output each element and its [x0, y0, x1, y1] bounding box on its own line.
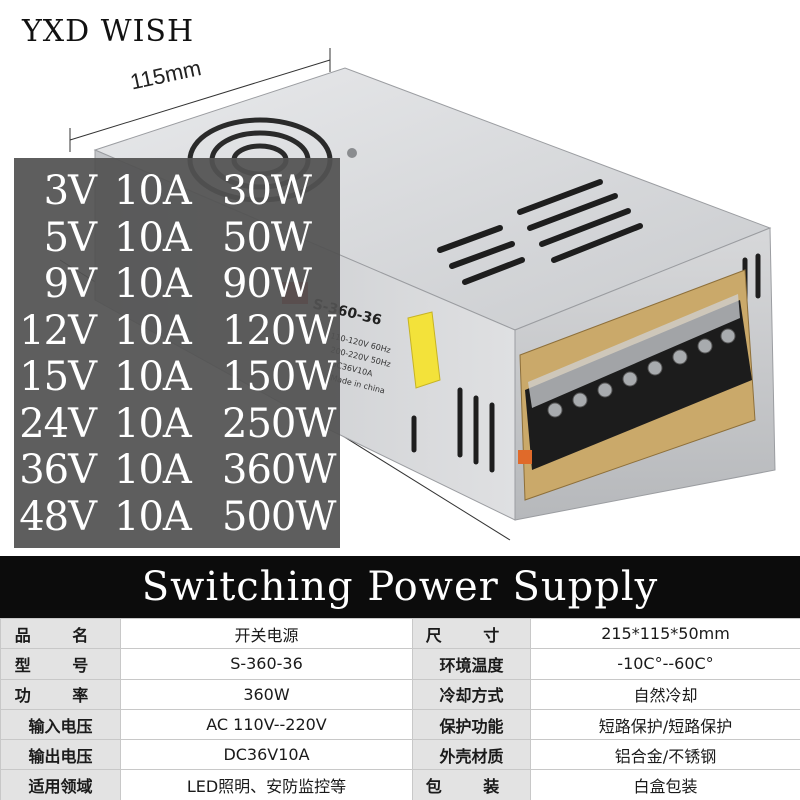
table-key-text: 包 装: [425, 777, 518, 797]
table-row: 输入电压 AC 110V--220V 保护功能 短路保护/短路保护: [0, 708, 800, 741]
table-key-text: 品 名: [14, 625, 107, 645]
title-band: Switching Power Supply: [0, 556, 800, 618]
table-value: LED照明、安防监控等: [120, 769, 413, 800]
table-row: 品 名 开关电源 尺 寸 215*115*50mm: [0, 617, 800, 650]
spec-current: 10A: [114, 307, 192, 354]
spec-power: 150W: [222, 354, 336, 401]
product-title: Switching Power Supply: [141, 564, 659, 610]
table-value: S-360-36: [120, 648, 413, 680]
spec-current: 10A: [114, 214, 192, 261]
table-value: 白盒包装: [530, 769, 800, 800]
spec-voltage: 36V: [19, 447, 97, 494]
spec-overlay: 3V 10A 30W 5V 10A 50W 9V 10A 90W 12V 10A…: [14, 158, 340, 548]
spec-power: 120W: [222, 307, 336, 354]
spec-row: 12V 10A 120W: [14, 308, 340, 355]
table-value: 215*115*50mm: [530, 617, 800, 650]
table-value: 360W: [120, 678, 413, 710]
table-key-text: 尺 寸: [425, 625, 518, 645]
table-key: 功 率: [0, 678, 121, 710]
table-value: -10C°--60C°: [530, 648, 800, 680]
spec-table: 品 名 开关电源 尺 寸 215*115*50mm 型 号 S-360-36 环…: [0, 617, 800, 800]
table-key: 输出电压: [0, 739, 121, 771]
side-vents: [411, 253, 761, 473]
table-key: 包 装: [412, 769, 531, 800]
table-key: 外壳材质: [412, 739, 531, 771]
spec-current: 10A: [114, 400, 192, 447]
table-row: 输出电压 DC36V10A 外壳材质 铝合金/不锈钢: [0, 739, 800, 771]
spec-current: 10A: [114, 261, 192, 308]
spec-row: 36V 10A 360W: [14, 447, 340, 494]
table-key: 适用领域: [0, 769, 121, 800]
table-value: 自然冷却: [530, 678, 800, 710]
table-value: DC36V10A: [120, 739, 413, 771]
table-key-text: 功 率: [14, 686, 107, 706]
spec-voltage: 12V: [19, 307, 97, 354]
table-key: 品 名: [0, 617, 121, 650]
table-key: 冷却方式: [412, 678, 531, 710]
spec-voltage: 24V: [19, 400, 97, 447]
spec-current: 10A: [114, 447, 192, 494]
table-value: 开关电源: [120, 617, 413, 650]
spec-power: 250W: [222, 400, 336, 447]
spec-current: 10A: [114, 354, 192, 401]
spec-voltage: 3V: [43, 168, 97, 215]
dimension-line: [69, 59, 331, 141]
spec-power: 500W: [222, 493, 336, 540]
adjust-potentiometer: [518, 450, 532, 464]
spec-power: 30W: [222, 168, 312, 215]
table-key: 环境温度: [412, 648, 531, 680]
terminal-screws: [547, 328, 736, 418]
table-key: 输入电压: [0, 708, 121, 741]
table-row: 适用领域 LED照明、安防监控等 包 装 白盒包装: [0, 769, 800, 800]
spec-voltage: 5V: [43, 214, 97, 261]
spec-row: 5V 10A 50W: [14, 215, 340, 262]
warning-sticker: [407, 311, 441, 389]
table-value: 短路保护/短路保护: [530, 708, 800, 741]
table-key: 尺 寸: [412, 617, 531, 650]
top-vents: [437, 179, 643, 285]
spec-row: 48V 10A 500W: [14, 494, 340, 541]
spec-power: 90W: [222, 261, 312, 308]
terminal-cover: [528, 294, 740, 408]
table-value: AC 110V--220V: [120, 708, 413, 741]
table-row: 功 率 360W 冷却方式 自然冷却: [0, 678, 800, 710]
table-key: 型 号: [0, 648, 121, 680]
screw: [347, 148, 357, 158]
spec-row: 3V 10A 30W: [14, 168, 340, 215]
spec-voltage: 9V: [43, 261, 97, 308]
spec-row: 9V 10A 90W: [14, 261, 340, 308]
terminal-block: [525, 300, 752, 470]
spec-row: 15V 10A 150W: [14, 354, 340, 401]
table-key-text: 型 号: [14, 655, 107, 675]
product-photo: S-360-36 110-120V 60Hz 200-220V 50Hz DC3…: [14, 14, 776, 548]
table-value: 铝合金/不锈钢: [530, 739, 800, 771]
table-key: 保护功能: [412, 708, 531, 741]
spec-current: 10A: [114, 168, 192, 215]
brand-name: YXD WISH: [22, 14, 195, 49]
spec-power: 360W: [222, 447, 336, 494]
table-row: 型 号 S-360-36 环境温度 -10C°--60C°: [0, 648, 800, 680]
spec-power: 50W: [222, 214, 312, 261]
spec-voltage: 15V: [19, 354, 97, 401]
spec-current: 10A: [114, 493, 192, 540]
spec-voltage: 48V: [19, 493, 97, 540]
spec-row: 24V 10A 250W: [14, 401, 340, 448]
